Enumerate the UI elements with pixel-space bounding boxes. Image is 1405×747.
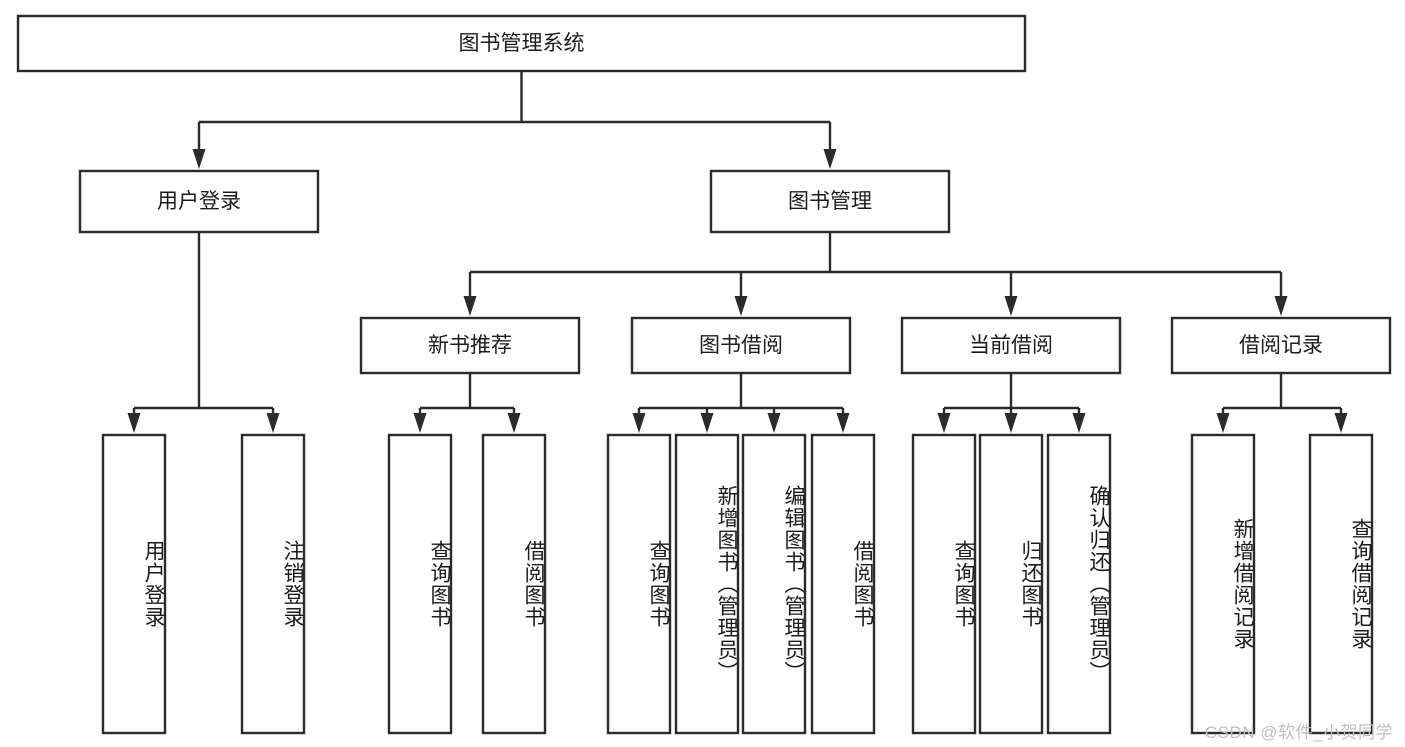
node-box[interactable] <box>1190 433 1256 735</box>
node-l9[interactable] <box>911 433 977 735</box>
node-box[interactable] <box>359 316 581 375</box>
node-label: 图书借阅 <box>699 334 783 357</box>
node-box[interactable] <box>810 433 876 735</box>
arrow-head-icon <box>413 413 427 433</box>
node-root[interactable]: 图书管理系统 <box>16 14 1027 73</box>
node-box[interactable] <box>387 433 453 735</box>
node-l5[interactable] <box>606 433 672 735</box>
arrow-head-icon <box>767 413 781 433</box>
node-l10[interactable] <box>978 433 1044 735</box>
arrow-head-icon <box>1004 296 1018 316</box>
node-box[interactable] <box>709 169 951 234</box>
arrow-head-icon <box>700 413 714 433</box>
node-l3[interactable] <box>387 433 453 735</box>
node-l6[interactable] <box>674 433 740 735</box>
node-box[interactable] <box>741 433 807 735</box>
arrow-head-icon <box>632 413 646 433</box>
node-label: 借阅记录 <box>1239 334 1323 357</box>
node-box[interactable] <box>78 169 320 234</box>
node-box[interactable] <box>606 433 672 735</box>
node-box[interactable] <box>240 433 306 735</box>
node-n6[interactable]: 借阅记录 <box>1170 316 1392 375</box>
connector-layer <box>127 71 1348 433</box>
arrow-head-icon <box>127 413 141 433</box>
node-box[interactable] <box>900 316 1122 375</box>
arrow-head-icon <box>192 149 206 169</box>
node-box[interactable] <box>911 433 977 735</box>
arrow-head-icon <box>266 413 280 433</box>
node-l1[interactable] <box>101 433 167 735</box>
node-n5[interactable]: 当前借阅 <box>900 316 1122 375</box>
node-box[interactable] <box>674 433 740 735</box>
arrow-head-icon <box>1004 413 1018 433</box>
node-label: 图书管理 <box>788 190 872 213</box>
arrow-head-icon <box>1334 413 1348 433</box>
node-l4[interactable] <box>481 433 547 735</box>
node-n1[interactable]: 用户登录 <box>78 169 320 234</box>
node-box[interactable] <box>1308 433 1374 735</box>
node-n2[interactable]: 图书管理 <box>709 169 951 234</box>
arrow-head-icon <box>463 296 477 316</box>
arrow-head-icon <box>1072 413 1086 433</box>
node-box[interactable] <box>1046 433 1112 735</box>
watermark-text: CSDN @软件_小贺同学 <box>1204 723 1393 742</box>
node-l13[interactable] <box>1308 433 1374 735</box>
arrow-head-icon <box>734 296 748 316</box>
node-n3[interactable]: 新书推荐 <box>359 316 581 375</box>
node-box[interactable] <box>101 433 167 735</box>
node-box[interactable] <box>16 14 1027 73</box>
node-n4[interactable]: 图书借阅 <box>630 316 852 375</box>
node-l11[interactable] <box>1046 433 1112 735</box>
node-box[interactable] <box>1170 316 1392 375</box>
node-l2[interactable] <box>240 433 306 735</box>
arrow-head-icon <box>823 149 837 169</box>
node-label: 新书推荐 <box>428 334 512 357</box>
node-box[interactable] <box>630 316 852 375</box>
node-l12[interactable] <box>1190 433 1256 735</box>
node-l8[interactable] <box>810 433 876 735</box>
arrow-head-icon <box>937 413 951 433</box>
arrow-head-icon <box>507 413 521 433</box>
node-box[interactable] <box>481 433 547 735</box>
arrow-head-icon <box>836 413 850 433</box>
node-label: 图书管理系统 <box>459 32 585 55</box>
node-box[interactable] <box>978 433 1044 735</box>
arrow-head-icon <box>1274 296 1288 316</box>
node-label: 当前借阅 <box>969 334 1053 357</box>
arrow-head-icon <box>1216 413 1230 433</box>
node-l7[interactable] <box>741 433 807 735</box>
node-label: 用户登录 <box>157 190 241 213</box>
